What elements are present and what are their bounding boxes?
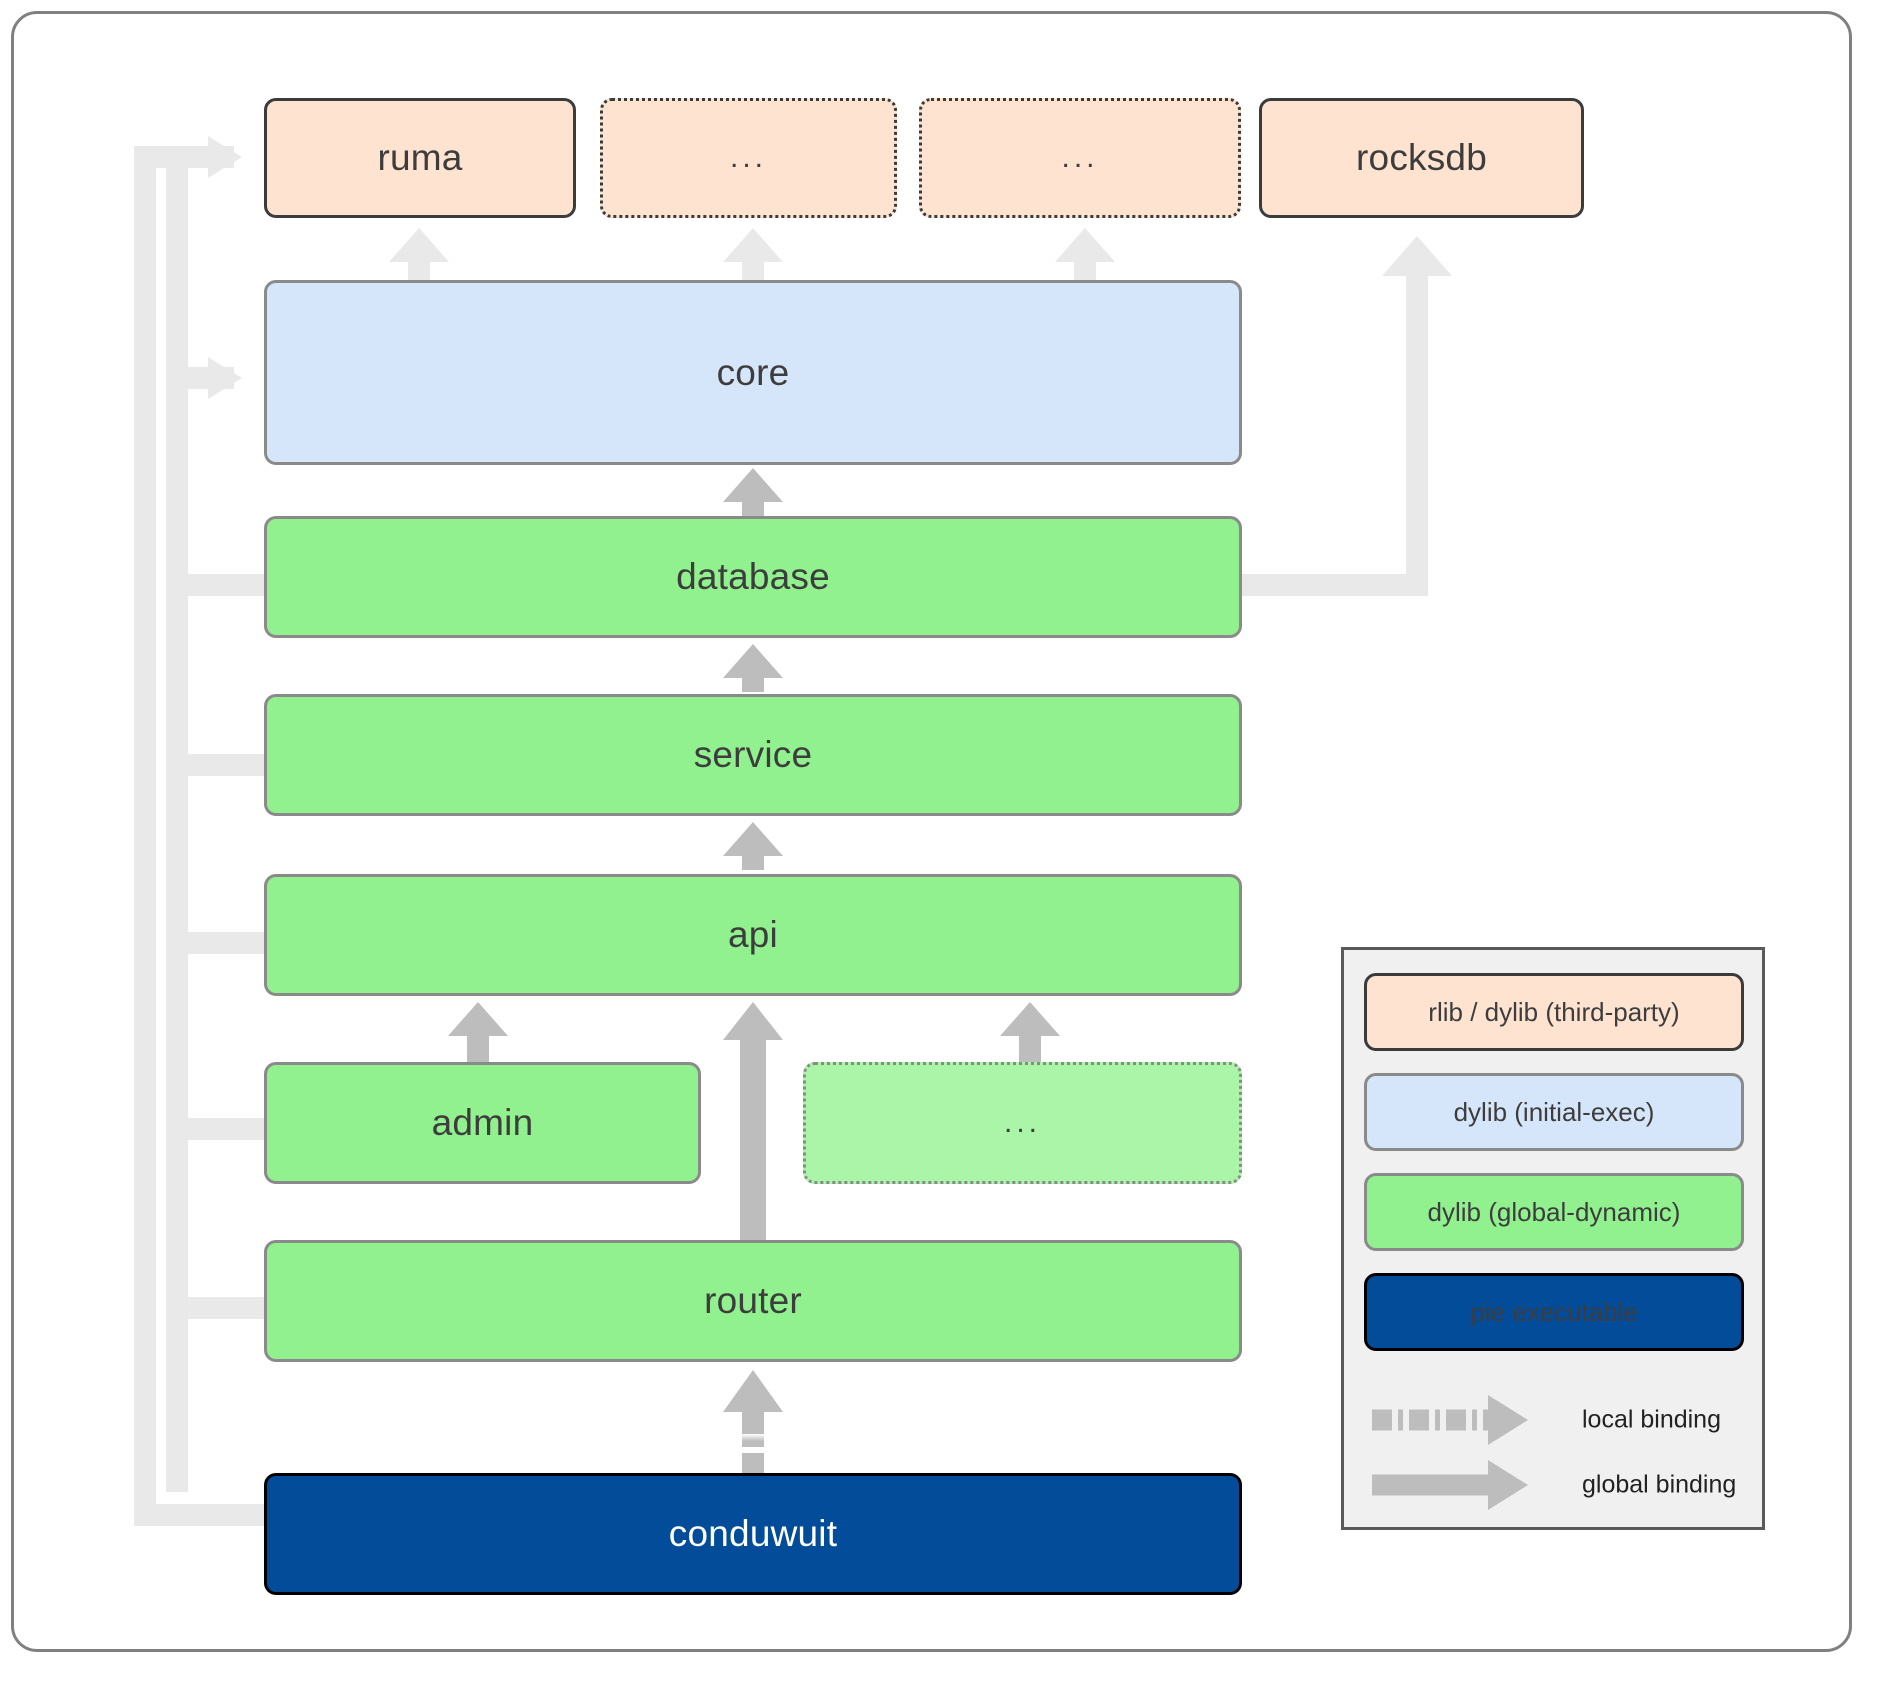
- bus-trunk-vertical: [134, 146, 156, 1526]
- bus-branch-rocksdb-vertical: [1406, 248, 1428, 596]
- legend-swatch-initial-exec: dylib (initial-exec): [1364, 1073, 1744, 1151]
- node-top-placeholder-1[interactable]: ...: [600, 98, 897, 218]
- legend-swatch-third-party: rlib / dylib (third-party): [1364, 973, 1744, 1051]
- node-admin-placeholder[interactable]: ...: [803, 1062, 1242, 1184]
- node-admin-label: admin: [431, 1102, 534, 1143]
- local-binding-arrowhead-icon: [1488, 1395, 1528, 1445]
- node-rocksdb-label: rocksdb: [1356, 137, 1487, 178]
- node-ruma-label: ruma: [377, 137, 463, 178]
- node-top-placeholder-1-label: ...: [729, 141, 767, 174]
- arrow-database-to-rocksdb: [1382, 236, 1452, 276]
- node-database[interactable]: database: [264, 516, 1242, 638]
- node-top-placeholder-2-label: ...: [1061, 141, 1099, 174]
- node-ruma[interactable]: ruma: [264, 98, 576, 218]
- arrow-placeholder-to-api: [1000, 1002, 1060, 1064]
- node-conduwuit-label: conduwuit: [668, 1513, 838, 1554]
- legend-swatch-global-dynamic-label: dylib (global-dynamic): [1427, 1196, 1681, 1227]
- arrow-core-to-placeholder-1: [723, 228, 783, 284]
- node-admin[interactable]: admin: [264, 1062, 701, 1184]
- node-rocksdb[interactable]: rocksdb: [1259, 98, 1584, 218]
- node-core[interactable]: core: [264, 280, 1242, 465]
- legend-arrow-global: global binding: [1364, 1455, 1748, 1515]
- node-router-label: router: [704, 1280, 802, 1321]
- node-api[interactable]: api: [264, 874, 1242, 996]
- legend-swatch-initial-exec-label: dylib (initial-exec): [1453, 1096, 1655, 1127]
- arrow-core-to-placeholder-2: [1055, 228, 1115, 284]
- arrow-service-to-database: [723, 644, 783, 692]
- arrow-router-to-api: [723, 1002, 783, 1242]
- local-binding-arrow-icon: [1372, 1409, 1494, 1431]
- bus-branch-router: [166, 1297, 272, 1319]
- bus-branch-api: [166, 932, 272, 954]
- legend-swatch-pie-executable: pie executable: [1364, 1273, 1744, 1351]
- node-conduwuit[interactable]: conduwuit: [264, 1473, 1242, 1595]
- node-admin-placeholder-label: ...: [1003, 1106, 1041, 1139]
- node-top-placeholder-2[interactable]: ...: [919, 98, 1241, 218]
- node-service[interactable]: service: [264, 694, 1242, 816]
- arrow-database-to-core: [723, 468, 783, 516]
- global-binding-arrow-icon: [1372, 1474, 1494, 1496]
- node-core-label: core: [716, 351, 790, 393]
- bus-branch-database: [166, 574, 272, 596]
- arrow-core-to-ruma: [389, 228, 449, 284]
- bus-branch-service: [166, 754, 272, 776]
- arrow-conduwuit-to-router: [723, 1370, 783, 1480]
- global-binding-arrowhead-icon: [1488, 1460, 1528, 1510]
- legend-arrow-local-label: local binding: [1582, 1405, 1721, 1434]
- legend-swatch-global-dynamic: dylib (global-dynamic): [1364, 1173, 1744, 1251]
- node-database-label: database: [676, 556, 830, 597]
- legend-panel: rlib / dylib (third-party) dylib (initia…: [1341, 947, 1765, 1530]
- node-api-label: api: [728, 914, 778, 955]
- legend-arrow-global-label: global binding: [1582, 1470, 1737, 1499]
- arrow-api-to-service: [723, 822, 783, 870]
- node-router[interactable]: router: [264, 1240, 1242, 1362]
- arrow-admin-to-api: [448, 1002, 508, 1064]
- node-service-label: service: [693, 734, 813, 775]
- bus-arrowhead-core: [208, 357, 242, 399]
- bus-branch-admin: [166, 1118, 272, 1140]
- bus-branch-rocksdb-horizontal: [1238, 574, 1428, 596]
- bus-branch-conduwuit: [134, 1504, 274, 1526]
- bus-arrowhead-ruma: [208, 136, 242, 178]
- legend-arrow-local: local binding: [1364, 1390, 1748, 1450]
- bus-riser-vertical: [166, 157, 188, 1492]
- legend-swatch-third-party-label: rlib / dylib (third-party): [1428, 996, 1680, 1027]
- legend-swatch-pie-executable-label: pie executable: [1470, 1296, 1638, 1327]
